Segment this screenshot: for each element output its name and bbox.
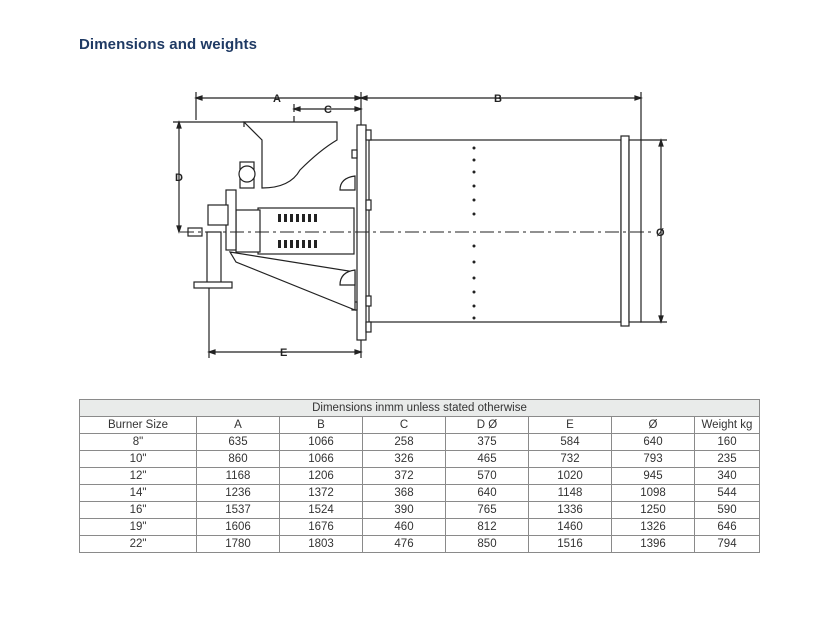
column-header: A: [196, 416, 280, 434]
table-cell: 793: [611, 450, 695, 468]
table-cell: 860: [196, 450, 280, 468]
table-cell: 570: [445, 467, 529, 485]
column-header: D Ø: [445, 416, 529, 434]
table-cell: 1803: [279, 535, 363, 553]
column-header: Weight kg: [694, 416, 760, 434]
table-cell: 1676: [279, 518, 363, 536]
table-cell: 8": [79, 433, 197, 451]
table-cell: 1516: [528, 535, 612, 553]
table-cell: 646: [694, 518, 760, 536]
table-cell: 1336: [528, 501, 612, 519]
table-cell: 1168: [196, 467, 280, 485]
table-row: 16" 1537 1524 390 765 1336 1250 590: [79, 501, 760, 519]
table-header-row: Burner Size A B C D Ø E Ø Weight kg: [79, 416, 760, 434]
table-cell: 476: [362, 535, 446, 553]
table-cell: 584: [528, 433, 612, 451]
table-cell: 732: [528, 450, 612, 468]
table-row: 22" 1780 1803 476 850 1516 1396 794: [79, 535, 760, 553]
table-caption: Dimensions inmm unless stated otherwise: [79, 399, 760, 417]
table-cell: 812: [445, 518, 529, 536]
column-header: Burner Size: [79, 416, 197, 434]
table-cell: 590: [694, 501, 760, 519]
table-cell: 1524: [279, 501, 363, 519]
table-cell: 945: [611, 467, 695, 485]
table-row: 8" 635 1066 258 375 584 640 160: [79, 433, 760, 451]
table-cell: 460: [362, 518, 446, 536]
table-cell: 1206: [279, 467, 363, 485]
table-cell: 390: [362, 501, 446, 519]
dim-label-diameter: Ø: [656, 227, 665, 239]
section-title: Dimensions and weights: [79, 36, 258, 53]
table-cell: 1396: [611, 535, 695, 553]
table-cell: 1537: [196, 501, 280, 519]
table-cell: 1066: [279, 433, 363, 451]
table-caption-row: Dimensions inmm unless stated otherwise: [79, 399, 760, 417]
table-cell: 258: [362, 433, 446, 451]
dimensions-table: Dimensions inmm unless stated otherwise …: [79, 399, 760, 553]
table-cell: 10": [79, 450, 197, 468]
table-row: 19" 1606 1676 460 812 1460 1326 646: [79, 518, 760, 536]
table-cell: 1098: [611, 484, 695, 502]
column-header: Ø: [611, 416, 695, 434]
dim-label-d: D: [175, 172, 183, 184]
table-cell: 544: [694, 484, 760, 502]
table-cell: 340: [694, 467, 760, 485]
table-cell: 765: [445, 501, 529, 519]
table-cell: 19": [79, 518, 197, 536]
table-cell: 235: [694, 450, 760, 468]
column-header: C: [362, 416, 446, 434]
dim-label-b: B: [494, 93, 502, 105]
table-cell: 1236: [196, 484, 280, 502]
table-cell: 1326: [611, 518, 695, 536]
table-cell: 794: [694, 535, 760, 553]
table-cell: 1460: [528, 518, 612, 536]
table-cell: 326: [362, 450, 446, 468]
table-row: 10" 860 1066 326 465 732 793 235: [79, 450, 760, 468]
table-cell: 12": [79, 467, 197, 485]
table-cell: 16": [79, 501, 197, 519]
table-cell: 1148: [528, 484, 612, 502]
dim-label-a: A: [273, 93, 281, 105]
table-cell: 1372: [279, 484, 363, 502]
table-cell: 160: [694, 433, 760, 451]
table-cell: 1606: [196, 518, 280, 536]
table-cell: 372: [362, 467, 446, 485]
table-cell: 375: [445, 433, 529, 451]
column-header: B: [279, 416, 363, 434]
table-cell: 1780: [196, 535, 280, 553]
table-row: 12" 1168 1206 372 570 1020 945 340: [79, 467, 760, 485]
burner-dimension-drawing: A B C D E Ø: [173, 92, 667, 359]
table-cell: 850: [445, 535, 529, 553]
table-cell: 635: [196, 433, 280, 451]
table-cell: 640: [611, 433, 695, 451]
table-cell: 1066: [279, 450, 363, 468]
dim-label-c: C: [324, 104, 332, 116]
table-cell: 465: [445, 450, 529, 468]
table-cell: 22": [79, 535, 197, 553]
table-cell: 368: [362, 484, 446, 502]
table-row: 14" 1236 1372 368 640 1148 1098 544: [79, 484, 760, 502]
dim-label-e: E: [280, 347, 287, 359]
table-cell: 1020: [528, 467, 612, 485]
table-cell: 640: [445, 484, 529, 502]
table-cell: 1250: [611, 501, 695, 519]
table-cell: 14": [79, 484, 197, 502]
column-header: E: [528, 416, 612, 434]
